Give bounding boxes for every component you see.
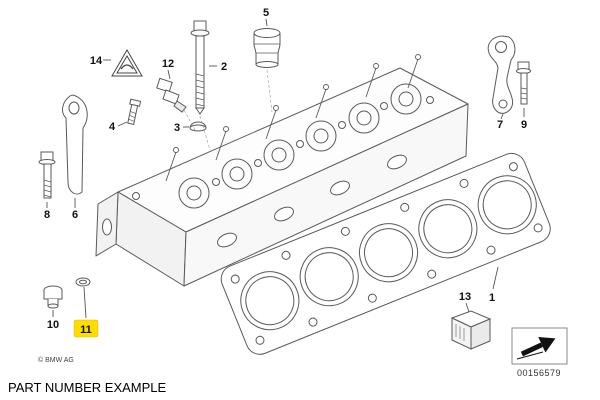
part-6-bracket	[62, 94, 88, 195]
callout-5[interactable]: 5	[263, 7, 269, 27]
callout-label-5[interactable]: 5	[263, 7, 269, 19]
leader-line	[117, 121, 128, 127]
part-10-plug	[43, 285, 63, 309]
callout-label-4[interactable]: 4	[109, 121, 116, 133]
part-12-sensor	[156, 77, 187, 113]
part-number-stamp: 00156579	[511, 327, 568, 378]
part-5-cap	[253, 28, 281, 68]
callout-14[interactable]: 14	[90, 55, 111, 67]
caption: PART NUMBER EXAMPLE	[8, 380, 167, 395]
assembly-guide-lines	[183, 69, 273, 151]
leader-line	[492, 266, 499, 290]
callout-label-9[interactable]: 9	[521, 119, 527, 131]
part-2-head-bolt	[190, 20, 210, 115]
part-13-box	[450, 310, 492, 350]
part-8-bolt	[38, 151, 56, 199]
part-4-bolt	[127, 98, 142, 125]
copyright-text: © BMW AG	[38, 356, 74, 364]
callout-label-1[interactable]: 1	[489, 292, 495, 304]
part-3-cap	[189, 121, 207, 132]
callout-11-highlighted[interactable]: 11	[73, 286, 99, 338]
callout-label-2[interactable]: 2	[221, 61, 227, 73]
callout-label-10[interactable]: 10	[47, 319, 59, 331]
part-9-bolt	[516, 61, 531, 105]
callout-label-7[interactable]: 7	[497, 119, 503, 131]
callout-label-8[interactable]: 8	[44, 209, 50, 221]
callouts-layer: 14 12 2 5 4 3 7 9	[44, 7, 527, 338]
callout-label-13[interactable]: 13	[459, 291, 471, 303]
leader-line	[83, 286, 87, 319]
callout-label-12[interactable]: 12	[162, 58, 174, 70]
leader-line	[265, 18, 268, 27]
highlight-box	[73, 319, 99, 338]
cylinder-head-drawing	[95, 54, 469, 287]
callout-7[interactable]: 7	[497, 113, 504, 131]
head-gasket-drawing	[220, 152, 551, 355]
callout-8[interactable]: 8	[44, 202, 50, 221]
leader-line	[465, 302, 470, 313]
arrow-icon	[520, 337, 556, 357]
callout-13[interactable]: 13	[459, 291, 471, 313]
callout-4[interactable]: 4	[109, 121, 128, 133]
callout-12[interactable]: 12	[162, 58, 174, 80]
part-number-label: 00156579	[517, 368, 561, 378]
callout-label-3[interactable]: 3	[174, 122, 180, 134]
leader-line	[500, 113, 504, 120]
callout-label-11[interactable]: 11	[80, 324, 92, 336]
callout-9[interactable]: 9	[521, 108, 527, 131]
callout-10[interactable]: 10	[47, 310, 59, 331]
leader-line	[167, 69, 171, 80]
part-7-hanger	[487, 35, 516, 114]
callout-label-14[interactable]: 14	[90, 55, 103, 67]
callout-3[interactable]: 3	[174, 122, 189, 134]
callout-2[interactable]: 2	[209, 61, 227, 73]
callout-1[interactable]: 1	[489, 266, 499, 304]
part-14-warning-triangle-icon	[111, 48, 143, 77]
part-11-seal-ring	[75, 277, 91, 287]
callout-label-6[interactable]: 6	[72, 209, 78, 221]
callout-6[interactable]: 6	[72, 198, 78, 221]
parts-diagram-svg: 14 12 2 5 4 3 7 9	[38, 7, 568, 378]
